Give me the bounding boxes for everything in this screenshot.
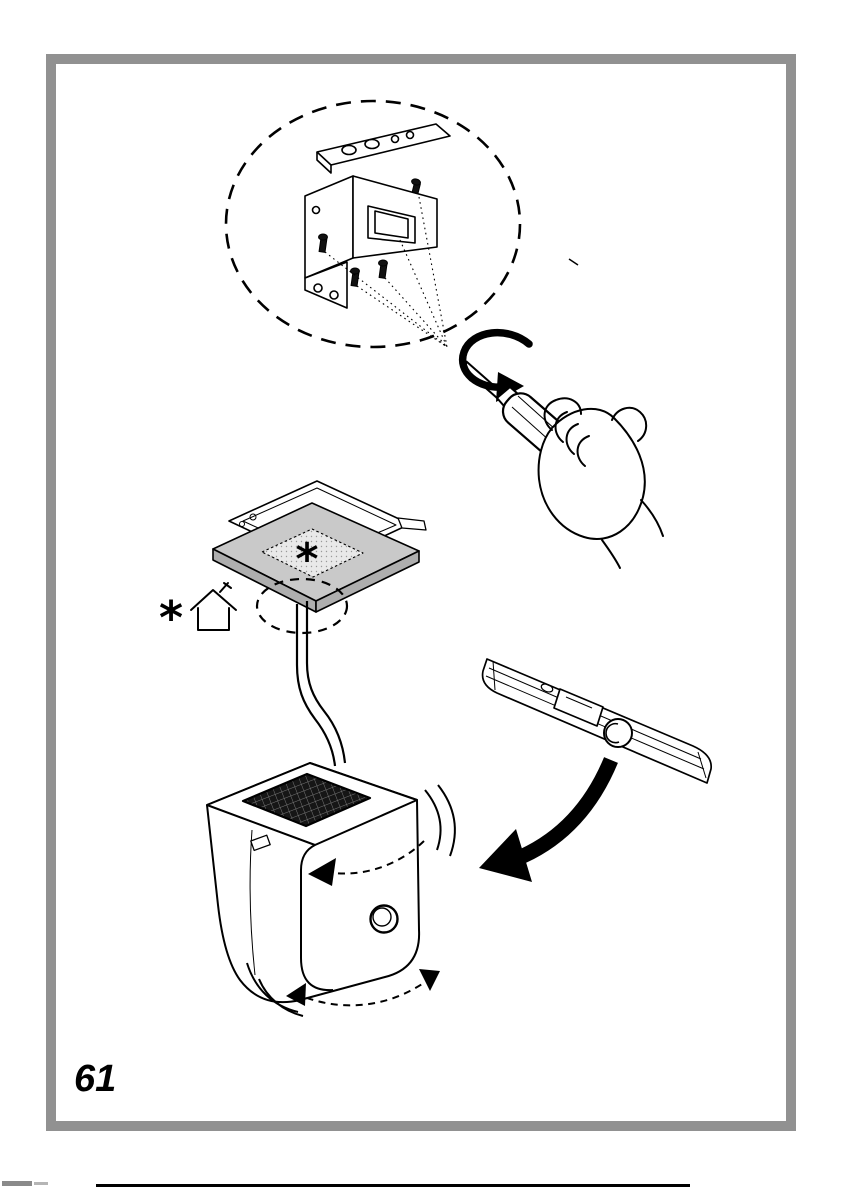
strip-detail <box>540 683 554 693</box>
bracket-hole <box>390 134 400 144</box>
house-vent-symbol <box>190 582 237 631</box>
leader-dotted-lines <box>324 196 448 348</box>
arrowhead <box>286 983 306 1006</box>
dashed-rotate-arc-bottom <box>294 976 433 1007</box>
dashed-rotate-arc-top <box>321 840 425 875</box>
plate-side-tab <box>397 517 427 531</box>
cover-strip <box>481 658 713 784</box>
bracket-hole <box>405 130 415 140</box>
bracket-hole <box>313 283 323 293</box>
plate-thickness-right <box>315 550 420 613</box>
strip-hub <box>553 688 604 727</box>
power-button-inner <box>372 907 392 927</box>
cube-side-highlight <box>249 829 256 976</box>
house-asterisk: * <box>159 591 183 645</box>
power-cable <box>295 601 347 767</box>
filter-grid <box>241 772 372 828</box>
cube-clip-detail <box>250 834 271 852</box>
callout-dashed-circle <box>224 99 522 349</box>
bracket-square-opening <box>367 205 416 244</box>
page-number: 61 <box>74 1058 117 1100</box>
hand <box>537 397 664 569</box>
plate-hole <box>249 513 257 521</box>
panel-asterisk: * <box>295 534 318 585</box>
bracket-hole <box>311 205 321 215</box>
print-artifact <box>2 1181 32 1186</box>
strip-end-line <box>697 751 707 779</box>
cable-entry-dashed-circle <box>255 577 349 635</box>
ceiling-plate <box>212 480 427 635</box>
strip-lock-slot <box>605 722 620 744</box>
strip-hub-inner <box>565 696 593 709</box>
motion-swish <box>246 962 299 1013</box>
arrowhead <box>308 858 336 886</box>
strip-lock-circle <box>603 718 633 748</box>
screw-icon <box>318 233 388 287</box>
strip-end-line <box>492 660 496 691</box>
bracket-top-plate-edge <box>316 152 332 174</box>
motion-swish <box>424 789 442 851</box>
print-artifact <box>34 1182 48 1185</box>
bracket-slot <box>364 138 380 150</box>
page-border-frame <box>46 54 796 1131</box>
bottom-rule <box>96 1184 690 1187</box>
arrowhead <box>419 969 440 991</box>
bracket-square-opening-inner <box>374 210 409 239</box>
mounting-bracket <box>304 123 451 348</box>
bracket-top-plate <box>316 123 451 166</box>
motion-swish <box>437 784 456 857</box>
hood-unit <box>206 762 421 1004</box>
plate-dotted-cutout <box>261 528 364 578</box>
mounting-direction-arrow <box>479 757 618 882</box>
detail-callout <box>224 99 522 349</box>
screwdriver-assembly <box>458 328 664 569</box>
screw-icon <box>410 178 421 198</box>
bracket-hole <box>329 290 339 300</box>
stray-mark <box>568 258 579 266</box>
bracket-body-right <box>352 175 438 259</box>
bracket-slot <box>341 144 357 156</box>
rotation-motion-arrows <box>246 784 456 1017</box>
cube-front-left-edge <box>300 844 334 992</box>
plate-hole <box>239 521 245 527</box>
bracket-foot-plate <box>304 261 348 309</box>
